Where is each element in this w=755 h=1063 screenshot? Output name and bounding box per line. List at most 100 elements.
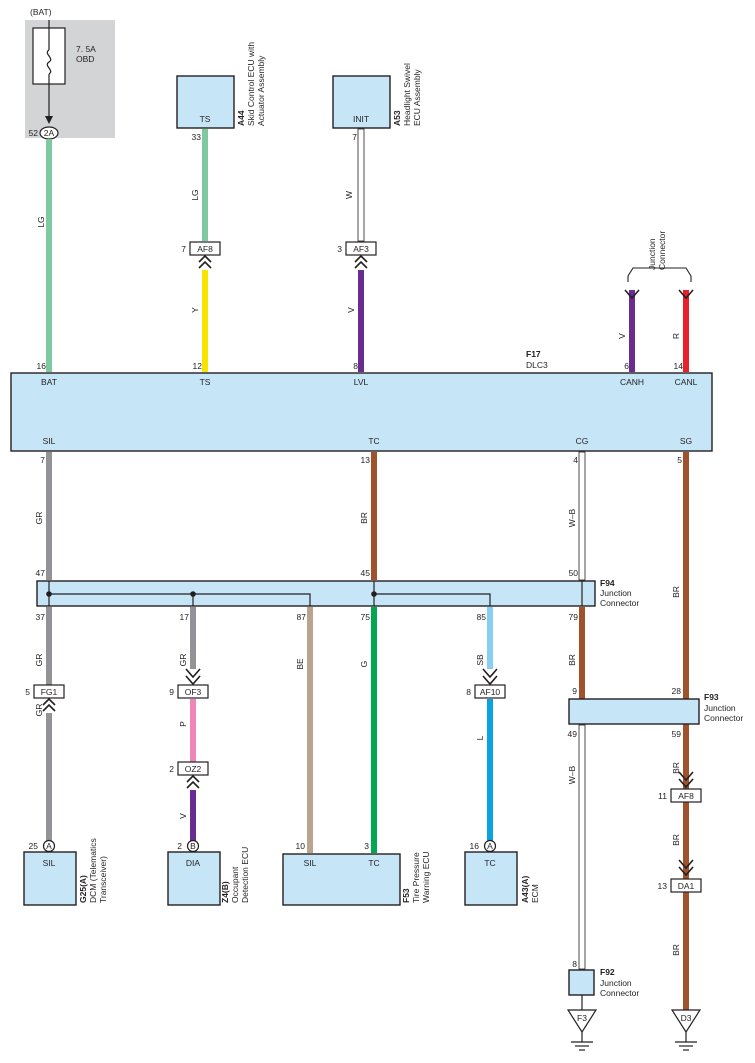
svg-text:AF3: AF3 (353, 244, 369, 254)
pin-name: BAT (41, 377, 57, 387)
svg-text:Junction: Junction (704, 703, 736, 713)
svg-text:Junction: Junction (600, 588, 632, 598)
wire-lvl-v: V (346, 270, 364, 372)
pin-number: 8 (572, 959, 577, 969)
svg-text:GR: GR (34, 654, 44, 667)
svg-text:Junction: Junction (600, 978, 632, 988)
wire-br-79: BR (567, 607, 585, 699)
f92-label: F92 Junction Connector (600, 967, 639, 998)
svg-text:Y: Y (190, 307, 200, 313)
svg-text:F93: F93 (704, 692, 719, 702)
pin-number: 49 (568, 729, 578, 739)
pin-number: 17 (180, 612, 190, 622)
component-a43 (464, 851, 518, 906)
svg-text:GR: GR (178, 654, 188, 667)
component-a53 (332, 75, 391, 129)
svg-text:11: 11 (658, 791, 667, 801)
connector-of3: OF3 9 (169, 684, 209, 699)
f53-pin-sil: SIL (304, 858, 317, 868)
svg-text:F3: F3 (577, 1013, 587, 1023)
connector-af8-top: AF8 7 (181, 241, 221, 269)
svg-text:3: 3 (337, 244, 342, 254)
connector-g25-pin: 25 A (29, 839, 56, 853)
pin-number: 47 (36, 568, 46, 578)
svg-text:13: 13 (658, 881, 668, 891)
f93-label: F93 Junction Connector (704, 692, 743, 723)
pin-number: 4 (573, 455, 578, 465)
wire-canh: V (617, 289, 640, 372)
wire-gr-fg1-g25: GR (34, 704, 52, 841)
arrow-down-icon (45, 116, 53, 124)
junction-bracket (627, 267, 692, 282)
svg-text:GR: GR (34, 704, 44, 717)
svg-text:Detection ECU: Detection ECU (240, 847, 250, 903)
component-f53 (282, 853, 401, 906)
pin-number: 3 (364, 841, 369, 851)
wire-a44-lg: LG (190, 129, 208, 241)
component-f92 (568, 969, 595, 996)
pin-name: LVL (354, 377, 369, 387)
g25-pin-name: SIL (43, 858, 56, 868)
svg-text:Occupant: Occupant (230, 866, 240, 903)
wire-label-br: BR (671, 944, 681, 956)
pin-number: 79 (569, 612, 579, 622)
wire-v-z4: V (178, 790, 196, 841)
svg-text:16: 16 (470, 841, 480, 851)
connector-af10: AF10 8 (466, 684, 506, 699)
pin-number: 37 (36, 612, 46, 622)
pin-number: 8 (353, 361, 358, 371)
a44-pin-name: TS (200, 114, 211, 124)
svg-text:P: P (178, 721, 188, 727)
a44-label: A44 Skid Control ECU with Actuator Assem… (236, 42, 266, 126)
connector-af3: AF3 3 (337, 241, 377, 269)
z4-pin-name: DIA (186, 858, 201, 868)
svg-text:BE: BE (295, 658, 305, 670)
svg-text:FG1: FG1 (41, 687, 58, 697)
f17-id: F17 (526, 349, 541, 359)
fuse-rating: 7. 5A (76, 44, 96, 54)
wire-l: L (475, 699, 493, 841)
f53-pin-tc: TC (368, 858, 379, 868)
svg-text:V: V (617, 333, 627, 339)
pin-name: CANL (675, 377, 698, 387)
connector-a43-pin: 16 A (470, 839, 497, 853)
pin-number: 14 (674, 361, 684, 371)
svg-text:LG: LG (36, 216, 46, 227)
svg-text:GR: GR (34, 512, 44, 525)
svg-text:5: 5 (25, 687, 30, 697)
wire-sil-gr: GR (34, 452, 52, 580)
wire-gr-17: GR (178, 607, 201, 686)
pin-number: 28 (672, 686, 682, 696)
svg-text:25: 25 (29, 841, 39, 851)
component-f93 (568, 698, 700, 725)
pin-number: 85 (477, 612, 487, 622)
pin-name: TS (200, 377, 211, 387)
svg-text:A: A (487, 841, 493, 851)
svg-text:A: A (46, 841, 52, 851)
f17-desc: DLC3 (526, 360, 548, 370)
a53-pin-name: INIT (353, 114, 369, 124)
wire-label-br: BR (671, 834, 681, 846)
junction-top-label: Junction Connector (647, 231, 667, 270)
svg-text:Z4(B): Z4(B) (220, 881, 230, 903)
a43-pin-name: TC (484, 858, 495, 868)
svg-text:2: 2 (169, 764, 174, 774)
wire-sb: SB (475, 607, 498, 686)
pin-name: SIL (43, 436, 56, 446)
svg-text:OF3: OF3 (185, 687, 202, 697)
svg-text:Skid Control ECU with: Skid Control ECU with (246, 42, 256, 126)
wire-sg-br: BR (671, 452, 689, 1010)
pin-number: 59 (672, 729, 682, 739)
svg-text:A53: A53 (392, 110, 402, 126)
connector-fg1: FG1 5 (25, 684, 65, 712)
pin-number: 87 (297, 612, 307, 622)
wire-g: G (359, 607, 377, 853)
component-g25 (23, 851, 77, 906)
wire-p: P (178, 699, 196, 762)
svg-text:A44: A44 (236, 110, 246, 126)
svg-text:Actuator Assembly: Actuator Assembly (256, 55, 266, 126)
wire-cg-wb: W–B (567, 451, 586, 581)
svg-text:BR: BR (671, 586, 681, 598)
pin-number: 10 (296, 841, 306, 851)
svg-text:Tire Pressure: Tire Pressure (411, 852, 421, 903)
